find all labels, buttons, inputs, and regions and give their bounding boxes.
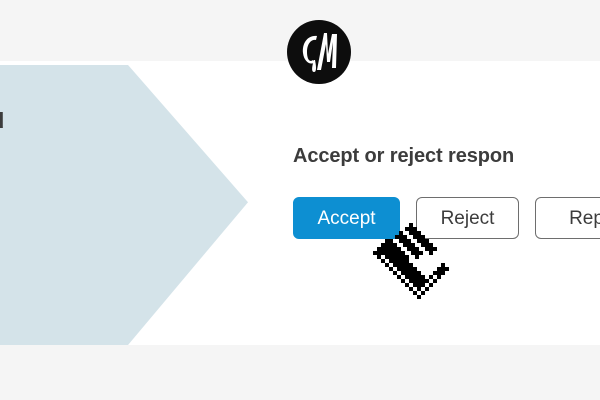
quote-panel-content: d and would offer. uary 2019 onsectetuer…: [0, 65, 248, 345]
accept-button[interactable]: Accept: [293, 197, 400, 239]
reply-button[interactable]: Rep: [535, 197, 600, 239]
quote-body-line-3: olore”: [0, 278, 178, 303]
quote-headline: d and would offer.: [0, 105, 178, 167]
action-button-row: Accept Reject Rep: [293, 197, 600, 239]
page-bottom-band: [0, 345, 600, 400]
quote-body-line-2: mmy nibh: [0, 253, 178, 278]
action-heading: Accept or reject respon: [293, 145, 515, 167]
quote-body-line-1: onsectetuer: [0, 228, 178, 253]
quote-date: uary 2019: [0, 188, 178, 210]
reject-button[interactable]: Reject: [416, 197, 519, 239]
quote-body: onsectetuer mmy nibh olore”: [0, 228, 178, 303]
gm-monogram-icon: [302, 33, 337, 72]
gm-monogram-logo: [287, 20, 351, 84]
quote-headline-line-1: d and would: [0, 105, 178, 136]
quote-headline-line-2: offer.: [0, 136, 178, 167]
